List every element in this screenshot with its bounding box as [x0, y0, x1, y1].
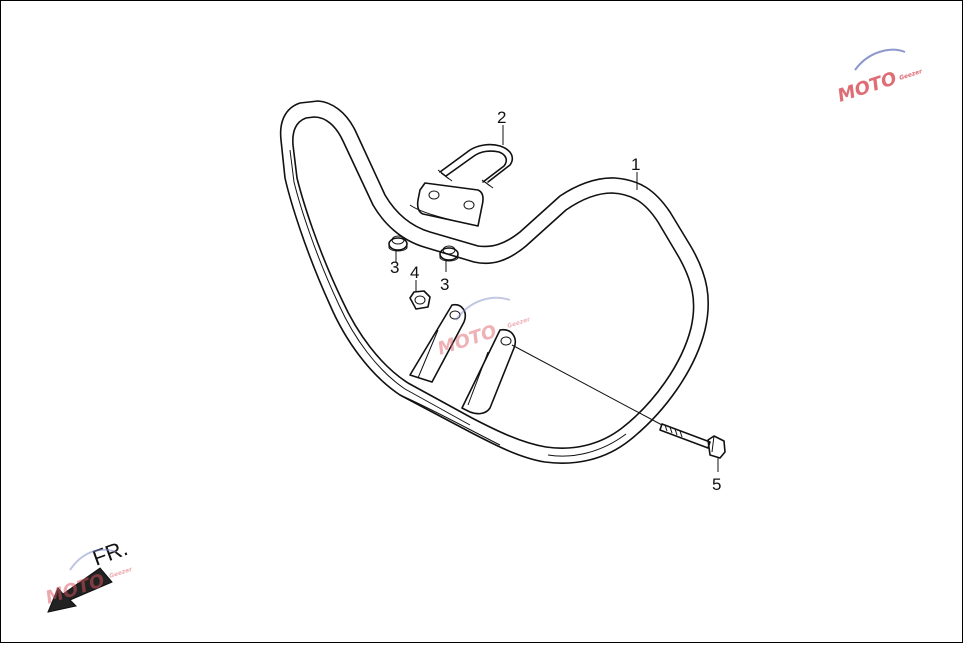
u-bolt	[437, 143, 514, 189]
watermark-logo-center: MOTO Geezer	[435, 296, 532, 360]
flange-bolt	[659, 423, 726, 459]
watermark-subtext-bottom: Geezer	[108, 566, 134, 580]
callout-2: 2	[497, 108, 506, 127]
watermark-subtext-center: Geezer	[506, 316, 532, 330]
callout-1: 1	[631, 155, 640, 174]
assembly-line	[511, 344, 663, 426]
watermark-text-center: MOTO	[435, 321, 499, 360]
front-direction-arrow: FR.	[47, 535, 131, 613]
watermark-logo-top-right: MOTO Geezer	[835, 48, 924, 107]
watermark-text: MOTO	[835, 68, 899, 107]
flange-nut-left	[388, 235, 408, 252]
front-guard-bar	[279, 100, 710, 464]
front-label: FR.	[89, 535, 131, 571]
callout-4: 4	[410, 263, 419, 282]
flange-nut-right	[439, 245, 459, 262]
collar-nut	[409, 290, 431, 310]
watermark-subtext: Geezer	[898, 68, 924, 82]
callout-5: 5	[712, 475, 721, 494]
callout-3-left: 3	[390, 258, 399, 277]
callout-3-right: 3	[440, 275, 449, 294]
watermark-text-bottom: MOTO	[43, 570, 107, 609]
